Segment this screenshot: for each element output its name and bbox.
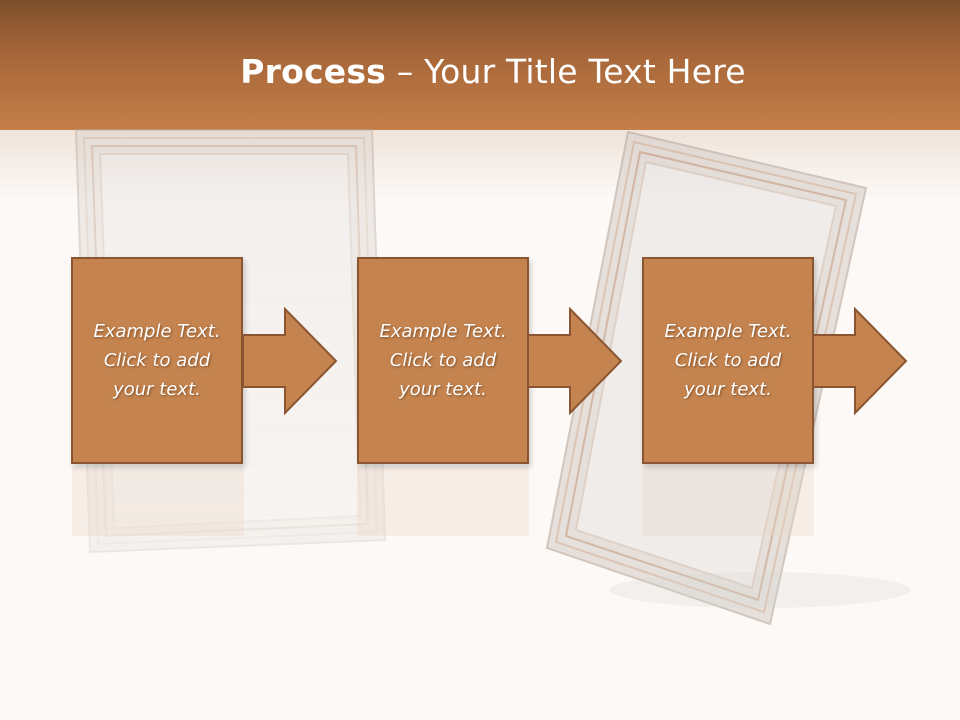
- step-1-text: Example Text. Click to add your text.: [93, 321, 221, 400]
- process-step-2[interactable]: Example Text. Click to add your text.: [357, 257, 529, 464]
- arrow-right-icon: [528, 307, 623, 415]
- title-bold: Process: [240, 52, 387, 91]
- process-step-1[interactable]: Example Text. Click to add your text.: [71, 257, 243, 464]
- header-band: [0, 0, 960, 130]
- title-rest: – Your Title Text Here: [386, 52, 746, 91]
- slide-title[interactable]: Process – Your Title Text Here: [0, 52, 960, 91]
- step-2-text: Example Text. Click to add your text.: [379, 321, 507, 400]
- process-step-3[interactable]: Example Text. Click to add your text.: [642, 257, 814, 464]
- step-3-text: Example Text. Click to add your text.: [664, 321, 792, 400]
- arrow-right-icon: [243, 307, 338, 415]
- arrow-right-icon: [813, 307, 908, 415]
